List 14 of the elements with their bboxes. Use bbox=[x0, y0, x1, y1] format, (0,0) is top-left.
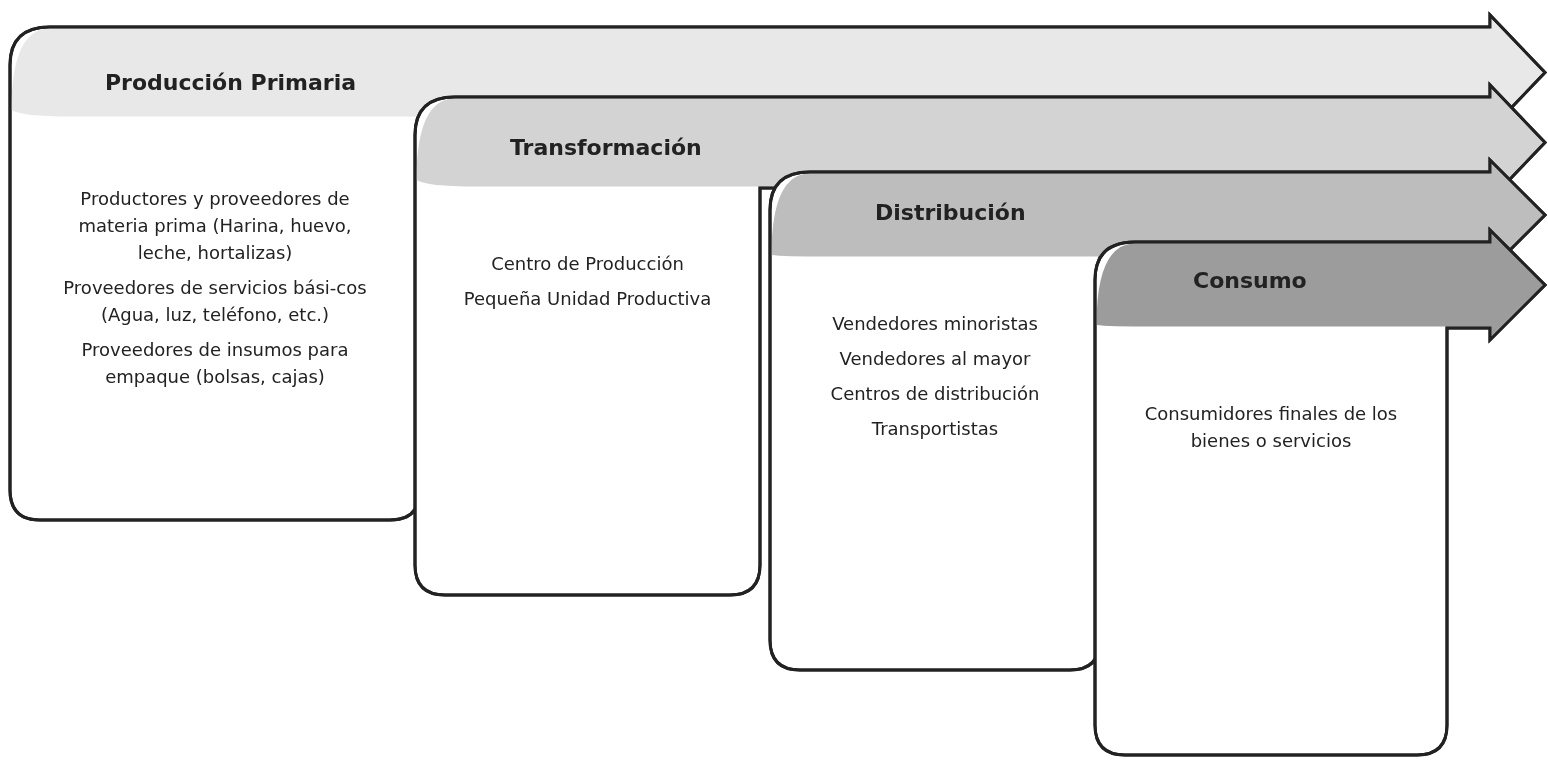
body-text: Pequeña Unidad Productiva bbox=[462, 287, 713, 311]
body-text: Consumidores finales de los bienes o servicios bbox=[1143, 402, 1399, 453]
stage-title: Producción Primaria bbox=[105, 70, 357, 95]
body-text: Transportistas bbox=[870, 417, 1000, 441]
body-text: Centros de distribución bbox=[829, 382, 1041, 406]
stage-title: Distribución bbox=[875, 200, 1026, 225]
body-text: Centro de Producción bbox=[490, 252, 685, 276]
body-text: Proveedores de insumos para empaque (bolsas, cajas) bbox=[80, 338, 350, 389]
body-text: Vendedores minoristas bbox=[831, 312, 1039, 336]
stage-title: Transformación bbox=[510, 135, 702, 160]
body-text: Productores y proveedores de materia prima (Harina, huevo, leche, hortalizas) bbox=[77, 187, 353, 265]
body-text: Proveedores de servicios bási-cos (Agua, luz, teléfono, etc.) bbox=[62, 276, 368, 327]
stage-title: Consumo bbox=[1193, 268, 1307, 293]
body-text: Vendedores al mayor bbox=[838, 347, 1032, 371]
